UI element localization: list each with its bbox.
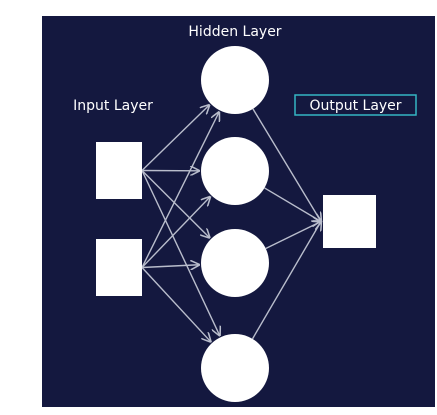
hidden-node-2 bbox=[201, 137, 269, 205]
hidden-layer-label: Hidden Layer bbox=[188, 24, 281, 40]
output-layer-label: Output Layer bbox=[309, 98, 401, 114]
input-node-1 bbox=[96, 142, 142, 199]
network-diagram-canvas: Hidden Layer Input Layer Output Layer bbox=[21, 8, 437, 415]
hidden-node-3 bbox=[201, 229, 269, 297]
hidden-node-1 bbox=[201, 46, 269, 114]
input-layer-label: Input Layer bbox=[73, 98, 153, 114]
output-node bbox=[323, 195, 376, 248]
network-diagram: Hidden Layer Input Layer Output Layer bbox=[21, 8, 414, 399]
input-node-2 bbox=[96, 239, 142, 296]
hidden-node-4 bbox=[201, 334, 269, 402]
